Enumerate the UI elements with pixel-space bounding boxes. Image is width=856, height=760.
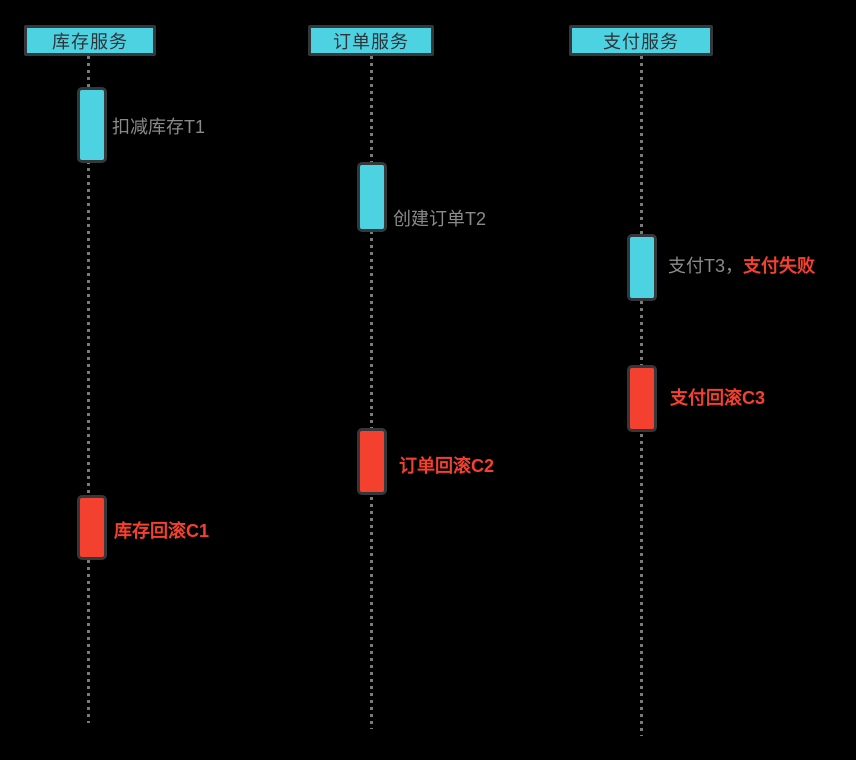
- compensation-label-c2: 订单回滚C2: [399, 456, 495, 476]
- activation-label-t3: 支付T3，支付失败: [668, 255, 815, 277]
- participant-label-order: 订单服务: [333, 31, 409, 52]
- activation-label-t3-alert: 支付失败: [743, 256, 816, 276]
- participant-header-order: 订单服务: [308, 25, 434, 56]
- activation-bar-t1: [77, 87, 107, 163]
- compensation-label-c3: 支付回滚C3: [670, 388, 766, 408]
- activation-label-t2: 创建订单T2: [393, 209, 487, 229]
- compensation-label-c1: 库存回滚C1: [114, 521, 210, 541]
- participant-label-inventory: 库存服务: [52, 31, 128, 52]
- activation-bar-t2: [357, 162, 387, 232]
- activation-bar-t3: [627, 234, 657, 301]
- lifeline-inventory: [87, 56, 90, 723]
- participant-label-payment: 支付服务: [603, 31, 679, 52]
- activation-label-t1: 扣减库存T1: [112, 117, 206, 137]
- compensation-bar-c1: [77, 495, 107, 560]
- participant-header-payment: 支付服务: [569, 25, 713, 56]
- activation-label-t3-text: 支付T3，: [668, 256, 744, 276]
- compensation-bar-c2: [357, 428, 387, 495]
- participant-header-inventory: 库存服务: [24, 25, 156, 56]
- compensation-bar-c3: [627, 365, 657, 432]
- lifeline-order: [370, 56, 373, 729]
